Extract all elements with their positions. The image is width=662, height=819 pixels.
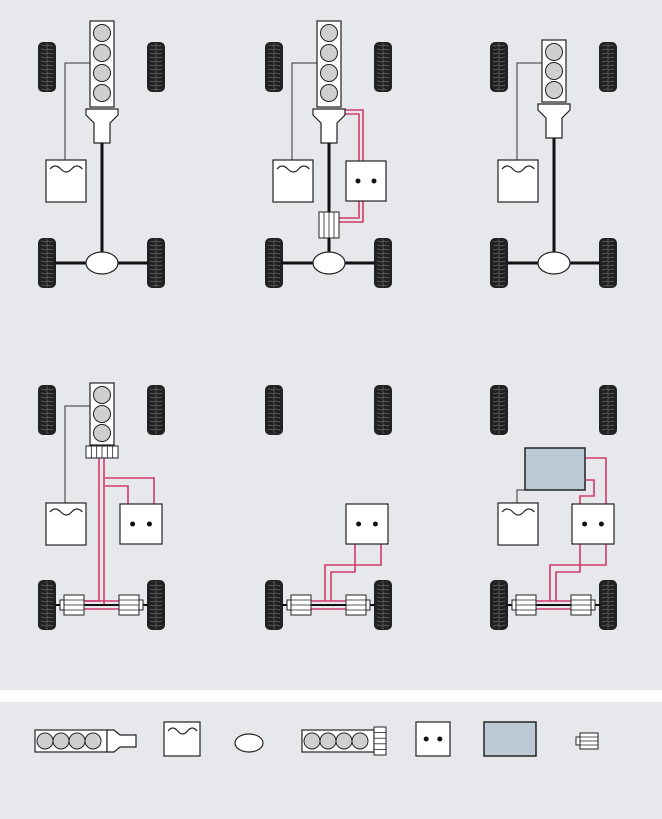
tire-icon <box>599 238 617 288</box>
tire-icon <box>374 42 392 92</box>
generator-head-icon <box>85 445 119 459</box>
transmission-icon <box>537 103 571 139</box>
tire-icon <box>265 238 283 288</box>
differential-icon <box>85 251 119 275</box>
motor-icon <box>59 594 85 616</box>
tire-icon <box>38 580 56 630</box>
tire-icon <box>599 385 617 435</box>
legend-engine-icon <box>34 729 137 753</box>
battery-icon <box>524 447 586 491</box>
motor-icon <box>345 594 371 616</box>
tire-icon <box>147 580 165 630</box>
fuel-tank-icon <box>497 159 539 203</box>
components-layer <box>38 20 617 630</box>
legend-fuel-tank-icon <box>163 721 201 757</box>
legend-engine-generator-icon <box>301 726 387 756</box>
legend-layer <box>34 721 599 757</box>
motor-icon <box>318 211 340 239</box>
fuel-tank-icon <box>45 159 87 203</box>
motor-icon <box>286 594 312 616</box>
fuel-tank-icon <box>272 159 314 203</box>
fuel-tank-icon <box>45 502 87 546</box>
legend-differential-icon <box>234 733 264 753</box>
tire-icon <box>490 238 508 288</box>
tire-icon <box>265 385 283 435</box>
legend-controller-icon <box>415 721 451 757</box>
motor-icon <box>118 594 144 616</box>
controller-icon <box>119 503 163 545</box>
differential-icon <box>537 251 571 275</box>
divider-band <box>0 690 662 702</box>
tire-icon <box>490 385 508 435</box>
config-row1-col2 <box>265 20 392 288</box>
motor-icon <box>511 594 537 616</box>
tire-icon <box>490 42 508 92</box>
tire-icon <box>374 580 392 630</box>
tire-icon <box>599 42 617 92</box>
tire-icon <box>599 580 617 630</box>
transmission-icon <box>312 108 346 144</box>
config-row2-col1 <box>38 382 165 630</box>
tire-icon <box>265 580 283 630</box>
fuel-tank-icon <box>497 502 539 546</box>
engine-icon <box>89 20 115 108</box>
engine-generator-icon <box>89 382 115 446</box>
tire-icon <box>265 42 283 92</box>
controller-icon <box>571 503 615 545</box>
differential-icon <box>312 251 346 275</box>
tire-icon <box>374 238 392 288</box>
legend-battery-icon <box>483 721 537 757</box>
config-row2-col2 <box>265 385 392 630</box>
transmission-icon <box>85 108 119 144</box>
tire-icon <box>374 385 392 435</box>
tire-icon <box>147 238 165 288</box>
tire-icon <box>490 580 508 630</box>
motor-icon <box>570 594 596 616</box>
tire-icon <box>38 42 56 92</box>
legend-motor-icon <box>575 732 599 750</box>
config-row1-col3 <box>490 39 617 288</box>
legend-area <box>0 702 662 819</box>
engine-icon <box>541 39 567 103</box>
tire-icon <box>147 385 165 435</box>
config-row1-col1 <box>38 20 165 288</box>
controller-icon <box>345 503 389 545</box>
config-row2-col3 <box>490 385 617 630</box>
tire-icon <box>38 238 56 288</box>
engine-icon <box>316 20 342 108</box>
tire-icon <box>38 385 56 435</box>
tire-icon <box>147 42 165 92</box>
controller-icon <box>345 160 387 202</box>
